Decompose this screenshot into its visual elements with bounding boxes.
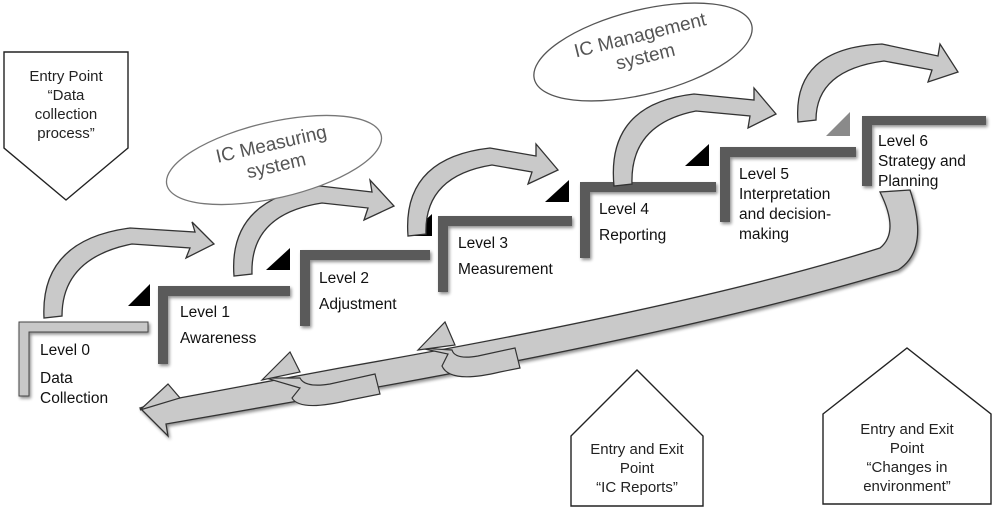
- entry-exit-environment-text: Entry and Exit Point “Changes in environ…: [823, 420, 991, 496]
- ic-reports-line-3: “IC Reports”: [596, 479, 678, 496]
- step-level-4: [580, 182, 716, 258]
- environment-line-2: Point: [889, 440, 925, 457]
- level-2-label: Level 2 Adjustment: [319, 269, 397, 315]
- entry-point-line-3: collection: [34, 106, 98, 123]
- return-arrowheads: [139, 320, 456, 411]
- level-6-line-1: Strategy and: [878, 153, 966, 170]
- level-1-title: Level 1: [180, 304, 230, 321]
- ic-management-system-ellipse: [533, 2, 753, 102]
- level-2-title: Level 2: [319, 270, 369, 287]
- level-1-line-1: Awareness: [180, 330, 257, 347]
- step-level-5: [720, 147, 856, 222]
- level-3-label: Level 3 Measurement: [458, 234, 553, 280]
- step-level-1: [158, 286, 290, 364]
- level-5-label: Level 5 Interpretation and decision- mak…: [739, 165, 831, 245]
- entry-exit-ic-reports-box: [570, 369, 704, 507]
- level-6-title: Level 6: [878, 133, 928, 150]
- level-5-title: Level 5: [739, 166, 789, 183]
- entry-point-line-4: process”: [37, 125, 95, 142]
- environment-line-3: “Changes in: [866, 459, 948, 476]
- level-3-title: Level 3: [458, 235, 508, 252]
- level-2-line-1: Adjustment: [319, 296, 397, 313]
- level-4-line-1: Reporting: [599, 227, 667, 244]
- level-6-line-2: Planning: [878, 173, 939, 190]
- level-0-line-1: Data: [40, 370, 73, 387]
- entry-exit-ic-reports-text: Entry and Exit Point “IC Reports”: [571, 440, 703, 497]
- step-level-6: [862, 116, 986, 186]
- level-4-title: Level 4: [599, 201, 649, 218]
- level-0-line-2: Collection: [40, 390, 109, 407]
- level-4-label: Level 4 Reporting: [599, 200, 666, 246]
- entry-point-line-2: “Data: [47, 87, 85, 104]
- environment-line-1: Entry and Exit: [860, 421, 954, 438]
- level-3-line-1: Measurement: [458, 261, 553, 278]
- entry-point-data-collection-box: [3, 51, 129, 201]
- ic-measuring-system-ellipse: [165, 114, 383, 206]
- level-1-label: Level 1 Awareness: [180, 303, 256, 349]
- ic-reports-line-1: Entry and Exit: [590, 441, 684, 458]
- level-0-title: Level 0: [40, 342, 90, 359]
- entry-point-data-collection-text: Entry Point “Data collection process”: [4, 67, 128, 143]
- level-0-label: Level 0 Data Collection: [40, 341, 108, 409]
- step-level-2: [300, 250, 430, 326]
- return-arrow-band: [138, 189, 919, 438]
- ic-reports-line-2: Point: [619, 460, 655, 477]
- forward-arrows: [43, 42, 959, 319]
- level-5-line-2: and decision-: [739, 206, 832, 223]
- environment-line-4: environment”: [863, 478, 951, 495]
- level-5-line-1: Interpretation: [739, 186, 831, 203]
- step-level-3: [438, 216, 572, 292]
- level-5-line-3: making: [739, 226, 789, 243]
- entry-point-line-1: Entry Point: [29, 68, 103, 85]
- entry-exit-environment-box: [822, 347, 992, 505]
- step-level-0: [18, 321, 149, 397]
- level-6-label: Level 6 Strategy and Planning: [878, 132, 966, 192]
